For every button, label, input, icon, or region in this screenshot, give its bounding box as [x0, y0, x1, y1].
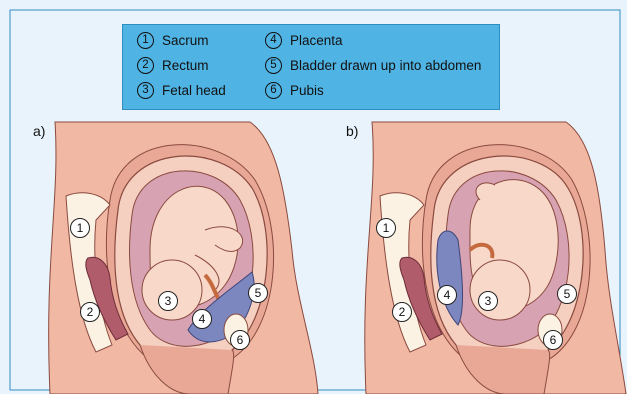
legend-label: Fetal head — [162, 83, 226, 98]
legend-number: 2 — [137, 57, 154, 74]
legend-label: Rectum — [162, 58, 209, 73]
legend-item-sacrum: 1 Sacrum — [137, 32, 209, 49]
legend-number: 3 — [137, 82, 154, 99]
legend-number: 4 — [265, 32, 282, 49]
legend-label: Bladder drawn up into abdomen — [290, 58, 481, 73]
legend-item-bladder: 5 Bladder drawn up into abdomen — [265, 57, 481, 74]
panel-a-label: a) — [33, 123, 45, 139]
legend-label: Placenta — [290, 33, 343, 48]
legend-number: 6 — [265, 82, 282, 99]
legend-item-fetal-head: 3 Fetal head — [137, 82, 226, 99]
panel-b-marker-fetal-head: 3 — [478, 291, 498, 311]
panel-a-marker-sacrum: 1 — [70, 218, 90, 238]
legend-item-pubis: 6 Pubis — [265, 82, 324, 99]
panel-b-marker-sacrum: 1 — [376, 218, 396, 238]
panel-b-marker-bladder: 5 — [557, 284, 577, 304]
legend-number: 5 — [265, 57, 282, 74]
panel-b-label: b) — [346, 123, 358, 139]
legend-label: Sacrum — [162, 33, 209, 48]
panel-b-marker-placenta: 4 — [437, 285, 457, 305]
panel-b-marker-rectum: 2 — [392, 302, 412, 322]
panel-a-illustration — [49, 122, 318, 394]
panel-a-marker-placenta: 4 — [192, 309, 212, 329]
panel-b-marker-pubis: 6 — [543, 330, 563, 350]
legend-item-placenta: 4 Placenta — [265, 32, 343, 49]
panel-a-marker-pubis: 6 — [230, 330, 250, 350]
panel-a-marker-bladder: 5 — [248, 283, 268, 303]
panel-a-marker-fetal-head: 3 — [158, 291, 178, 311]
legend-box: 1 Sacrum 2 Rectum 3 Fetal head 4 Placent… — [122, 24, 500, 110]
legend-number: 1 — [137, 32, 154, 49]
panel-a-marker-rectum: 2 — [80, 302, 100, 322]
legend-label: Pubis — [290, 83, 324, 98]
panel-b-illustration — [365, 122, 626, 394]
legend-item-rectum: 2 Rectum — [137, 57, 209, 74]
